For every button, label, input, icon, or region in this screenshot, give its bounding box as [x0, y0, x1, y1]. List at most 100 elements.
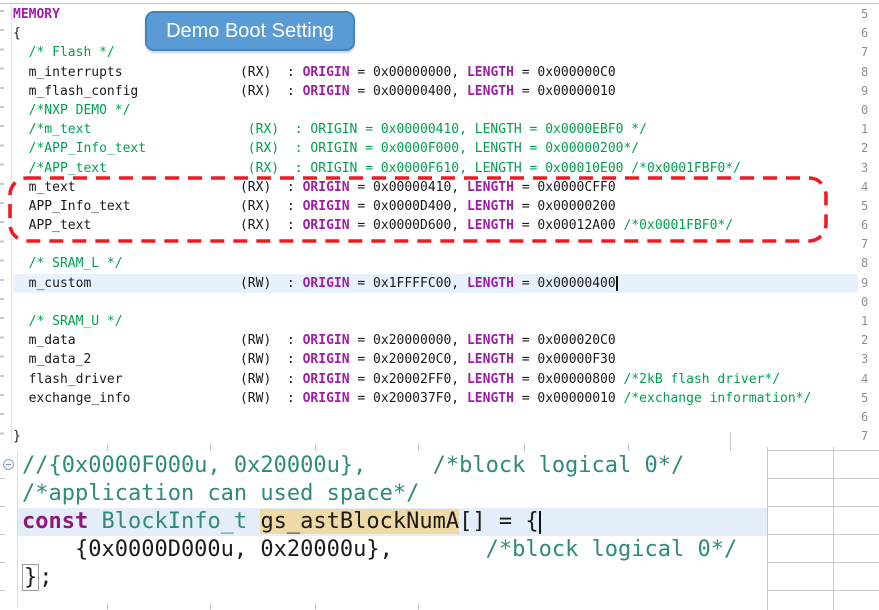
- code-token: /*application can used space*/: [22, 481, 420, 506]
- code-token: ORIGIN: [302, 352, 350, 368]
- code-token: m_text (RX) :: [13, 179, 303, 195]
- code-line: m_interrupts (RX) : ORIGIN = 0x00000000,…: [13, 63, 858, 82]
- line-number: 0: [861, 102, 869, 117]
- code-line: m_data_2 (RW) : ORIGIN = 0x200020C0, LEN…: [13, 350, 858, 369]
- fold-marker-icon[interactable]: [3, 459, 14, 470]
- gridline: [628, 443, 629, 451]
- line-number: 6: [861, 218, 869, 233]
- code-token: = 0x200037F0,: [349, 390, 467, 406]
- gridline: [767, 506, 879, 507]
- code-token: = 0x000020C0: [513, 333, 616, 349]
- code-token: LENGTH: [466, 352, 514, 368]
- gridline: [210, 443, 211, 451]
- code-line: [13, 293, 858, 312]
- code-line: /*NXP DEMO */: [13, 101, 858, 120]
- code-line: APP_Info_text (RX) : ORIGIN = 0x0000D400…: [13, 197, 858, 216]
- line-number: 8: [861, 256, 869, 271]
- code-line: {0x0000D000u, 0x20000u}, /*block logical…: [22, 536, 767, 564]
- code-token: = 0x00000010: [513, 83, 616, 99]
- code-token: ORIGIN: [302, 390, 350, 406]
- code-token: APP_Info_text (RX) :: [13, 198, 303, 214]
- code-token: /*APP_Info_text (RX) : ORIGIN = 0x0000F0…: [13, 141, 640, 157]
- gridline: [767, 447, 768, 610]
- line-number: 7: [861, 237, 869, 252]
- code-token: = 0x00000000,: [349, 64, 467, 80]
- code-token: [247, 509, 260, 534]
- code-token: [13, 314, 29, 329]
- code-token: LENGTH: [466, 390, 514, 406]
- linker-script-editor[interactable]: MEMORY { /* Flash */ m_interrupts (RX) : …: [13, 5, 858, 446]
- line-number: 7: [861, 45, 869, 60]
- code-token: /*block logical 0*/: [485, 537, 738, 562]
- code-token: exchange_info (RW) :: [13, 390, 303, 406]
- gridline: [0, 562, 5, 563]
- gridline: [0, 506, 5, 507]
- line-number: 4: [861, 179, 869, 194]
- code-token: LENGTH: [466, 371, 514, 387]
- gridline: [418, 443, 419, 451]
- code-token: ORIGIN: [302, 179, 350, 195]
- code-token: ORIGIN: [302, 218, 350, 234]
- code-token: = 0x00000200: [513, 198, 616, 214]
- code-token: /*exchange information*/: [623, 390, 812, 406]
- gridline: [107, 443, 108, 451]
- code-token: [393, 537, 486, 562]
- code-token: [] = {: [459, 509, 539, 534]
- line-number: 1: [861, 314, 869, 328]
- code-token: LENGTH: [466, 198, 514, 214]
- code-token: {0x0000D000u, 0x20000u},: [22, 537, 393, 562]
- line-number: 6: [861, 26, 869, 41]
- code-token: /* Flash */: [28, 45, 115, 61]
- code-line: exchange_info (RW) : ORIGIN = 0x200037F0…: [13, 389, 858, 408]
- code-token: ORIGIN: [302, 64, 350, 80]
- c-source-editor[interactable]: //{0x0000F000u, 0x20000u}, /*block logic…: [18, 452, 767, 592]
- gridline: [730, 432, 731, 451]
- line-number: 0: [861, 294, 869, 309]
- code-token: {: [13, 26, 21, 42]
- code-token: m_flash_config (RX) :: [13, 83, 303, 99]
- code-line: MEMORY: [13, 5, 858, 24]
- line-number: 3: [861, 160, 869, 175]
- gridline: [767, 478, 879, 479]
- code-line: };: [22, 564, 767, 592]
- code-token: ;: [39, 565, 53, 590]
- code-token: = 0x000000C0: [513, 64, 616, 80]
- code-line: /*application can used space*/: [22, 480, 767, 508]
- code-token: m_custom (RW) :: [13, 275, 303, 291]
- code-token: m_interrupts (RX) :: [13, 64, 303, 80]
- code-line: /*APP_Info_text (RX) : ORIGIN = 0x0000F0…: [13, 139, 858, 158]
- line-number: 5: [861, 390, 869, 405]
- code-line: /* SRAM_U */: [13, 312, 858, 331]
- code-token: /*2kB flash driver*/: [623, 371, 781, 387]
- code-token: gs_astBlockNumA: [260, 509, 460, 534]
- code-line: [13, 408, 858, 427]
- line-number: 7: [861, 429, 869, 444]
- code-token: }: [22, 564, 40, 591]
- gridline: [0, 590, 5, 591]
- code-token: /*m_text (RX) : ORIGIN = 0x00000410, LEN…: [13, 122, 647, 138]
- code-token: /*block logical 0*/: [432, 453, 685, 478]
- code-token: = 0x00000400: [513, 275, 616, 291]
- line-number: 4: [861, 371, 869, 386]
- code-line: /* SRAM_L */: [13, 254, 858, 273]
- code-line: m_custom (RW) : ORIGIN = 0x1FFFFC00, LEN…: [13, 273, 858, 293]
- gridline: [107, 603, 108, 610]
- code-token: /*NXP DEMO */: [13, 102, 131, 118]
- gridline: [0, 3, 879, 4]
- demo-boot-setting-callout[interactable]: Demo Boot Setting: [145, 11, 355, 51]
- line-number: 1: [861, 122, 869, 137]
- code-line: m_text (RX) : ORIGIN = 0x00000410, LENGT…: [13, 178, 858, 197]
- code-token: LENGTH: [466, 179, 514, 195]
- code-token: [13, 256, 29, 271]
- code-line: m_data (RW) : ORIGIN = 0x20000000, LENGT…: [13, 331, 858, 350]
- line-number: 8: [861, 64, 869, 79]
- code-token: = 0x1FFFFC00,: [349, 275, 467, 291]
- text-cursor: [615, 275, 618, 291]
- code-line: /* Flash */: [13, 43, 858, 62]
- code-line: [13, 235, 858, 254]
- gridline: [210, 603, 211, 610]
- clipped-line-number-gutter: [0, 10, 4, 440]
- line-number: 9: [861, 83, 869, 98]
- code-line: m_flash_config (RX) : ORIGIN = 0x0000040…: [13, 82, 858, 101]
